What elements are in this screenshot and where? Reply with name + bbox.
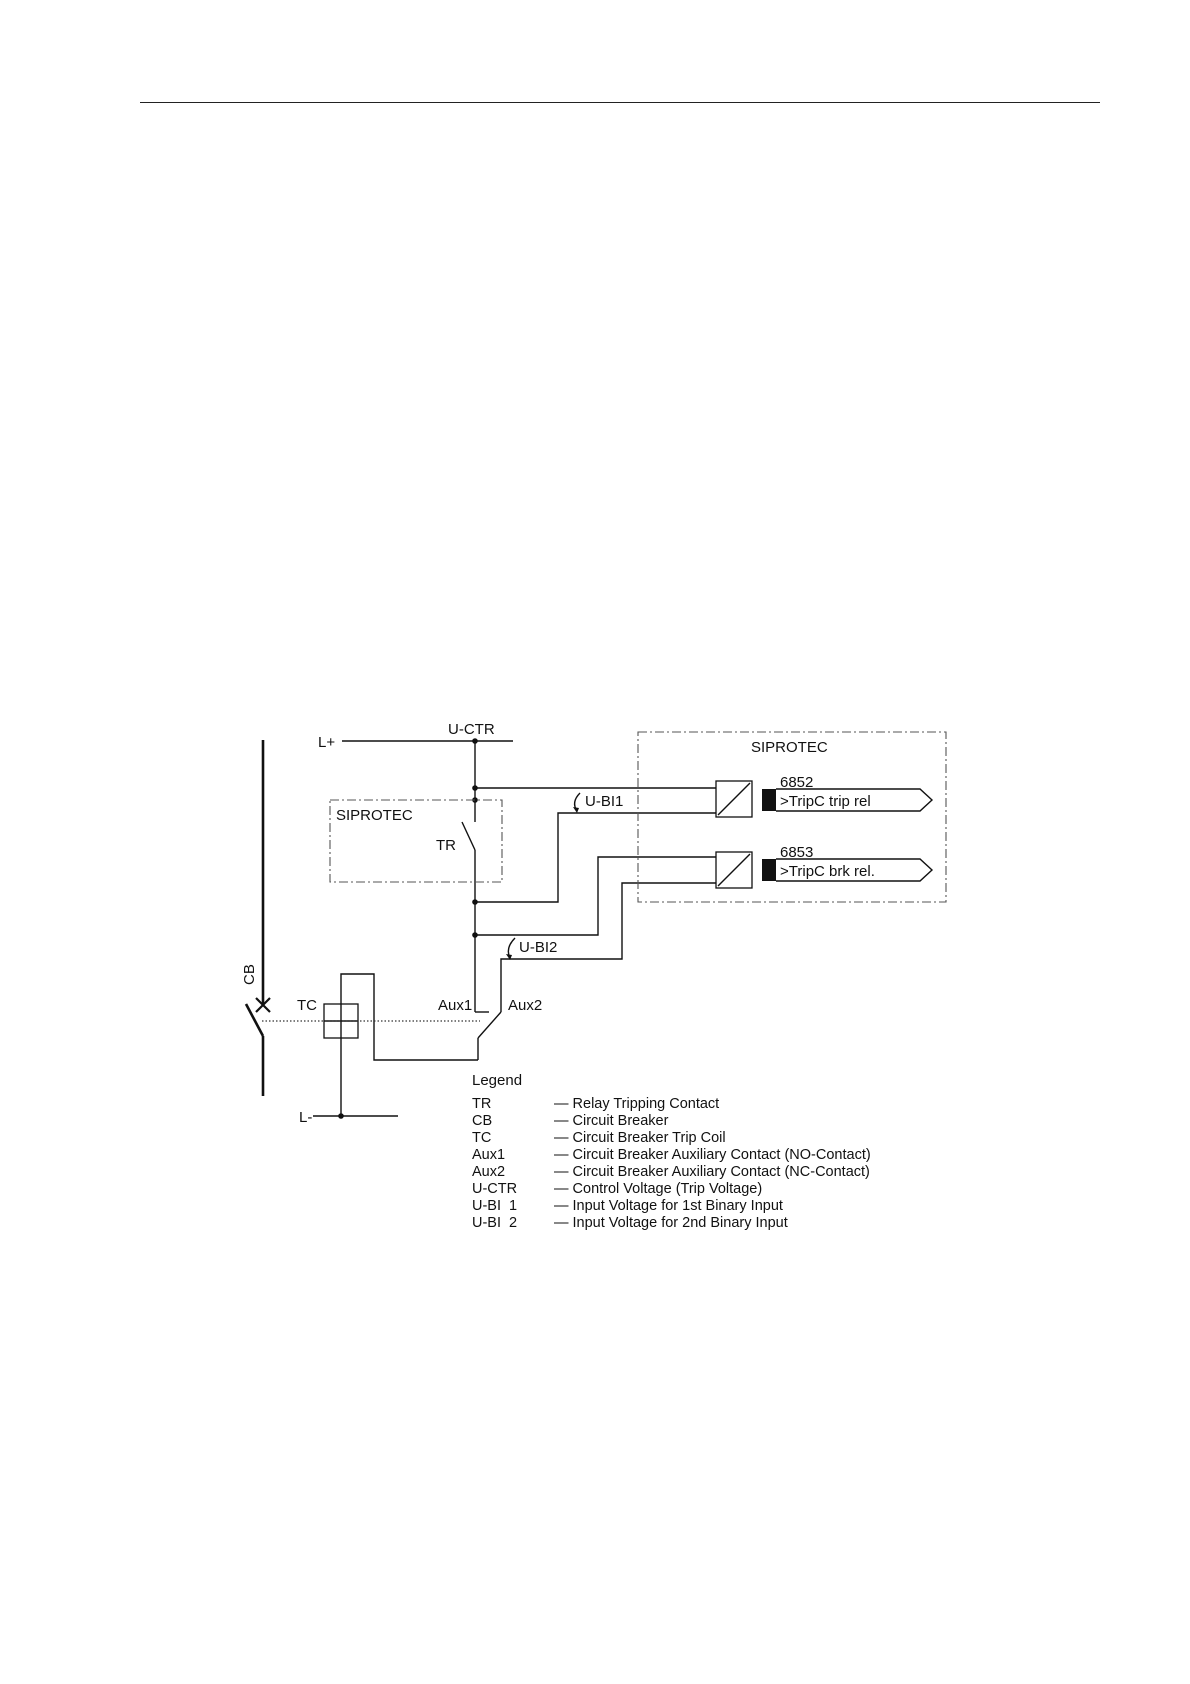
- input2-name: >TripC brk rel.: [780, 863, 875, 880]
- tr-contact: [461, 821, 476, 851]
- bi2-wire-high: [475, 856, 716, 936]
- legend-desc: — Circuit Breaker Auxiliary Contact (NC-…: [554, 1164, 870, 1180]
- input2-number: 6853: [780, 844, 813, 861]
- tr-label: TR: [436, 837, 456, 854]
- u-ctr-label: U-CTR: [448, 721, 495, 738]
- bi1-wire-low: [475, 812, 716, 903]
- legend-desc: — Input Voltage for 2nd Binary Input: [554, 1215, 788, 1231]
- l-plus-label: L+: [318, 734, 335, 751]
- bi2-wire-low: [500, 882, 716, 1012]
- siprotec-main-label: SIPROTEC: [751, 739, 828, 756]
- legend-desc: — Relay Tripping Contact: [554, 1096, 719, 1112]
- binary-input-1-marker: [762, 789, 776, 811]
- legend-desc: — Circuit Breaker: [554, 1113, 669, 1129]
- binary-input-2-flag: [776, 858, 934, 882]
- u-bi1-label: U-BI1: [585, 793, 623, 810]
- u-bi2-arrowhead: [506, 954, 512, 960]
- binary-input-1-diagonal: [717, 782, 751, 816]
- cb-cross-b: [255, 997, 271, 1013]
- legend-key: U-CTR: [472, 1181, 517, 1197]
- legend-key: U-BI 2: [472, 1215, 517, 1231]
- legend-title: Legend: [472, 1072, 522, 1089]
- u-bi1-arrowhead: [573, 807, 579, 813]
- siprotec-main-box: [637, 731, 947, 903]
- input1-name: >TripC trip rel: [780, 793, 871, 810]
- u-bi2-label: U-BI2: [519, 939, 557, 956]
- legend-desc: — Control Voltage (Trip Voltage): [554, 1181, 762, 1197]
- header-rule: [140, 102, 1100, 103]
- siprotec-inner-box: [329, 799, 503, 883]
- legend-desc: — Circuit Breaker Auxiliary Contact (NO-…: [554, 1147, 871, 1163]
- legend-key: U-BI 1: [472, 1198, 517, 1214]
- aux2-contact: [477, 1011, 502, 1039]
- input1-number: 6852: [780, 774, 813, 791]
- legend-key: Aux2: [472, 1164, 505, 1180]
- cb-blade: [244, 1003, 265, 1037]
- legend-key: CB: [472, 1113, 492, 1129]
- binary-input-2-diagonal: [717, 853, 751, 887]
- tc-label: TC: [297, 997, 317, 1014]
- binary-input-1-flag: [776, 788, 934, 812]
- aux1-label: Aux1: [438, 997, 472, 1014]
- legend-desc: — Input Voltage for 1st Binary Input: [554, 1198, 783, 1214]
- legend-key: TC: [472, 1130, 491, 1146]
- legend-key: TR: [472, 1096, 491, 1112]
- cb-label: CB: [241, 964, 258, 985]
- legend-desc: — Circuit Breaker Trip Coil: [554, 1130, 726, 1146]
- binary-input-2-marker: [762, 859, 776, 881]
- l-minus-label: L-: [299, 1109, 312, 1126]
- legend-key: Aux1: [472, 1147, 505, 1163]
- siprotec-inner-label: SIPROTEC: [336, 807, 413, 824]
- aux2-label: Aux2: [508, 997, 542, 1014]
- legend-list: TR — Relay Tripping Contact CB — Circuit…: [472, 1096, 871, 1231]
- trip-coil-loop: [340, 973, 478, 1116]
